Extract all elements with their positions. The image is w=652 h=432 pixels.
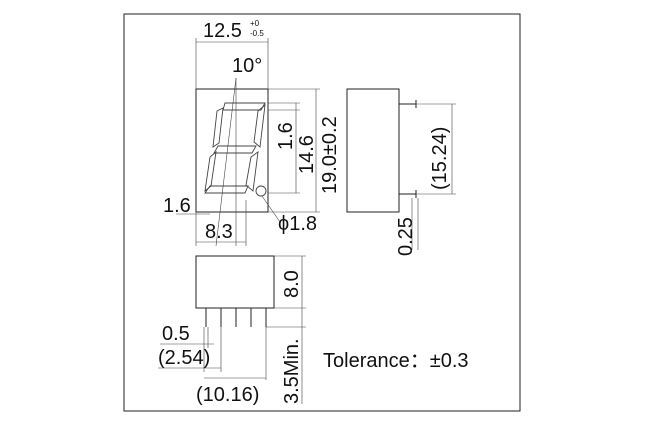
drawing-frame (123, 13, 521, 412)
segment-d (204, 185, 249, 194)
front-view (176, 38, 320, 247)
segment-a (222, 102, 266, 111)
side-view (346, 88, 456, 250)
segment-g (213, 145, 257, 154)
width-label: 12.5 (203, 20, 242, 42)
dp-label: ϕ1.8 (278, 213, 317, 235)
side-offset-label: 1.6 (163, 195, 191, 217)
pin-row-label: (15.24) (429, 127, 451, 190)
tolerance-label: Tolerance：±0.3 (323, 350, 469, 372)
pin-length-label: 3.5Min. (281, 338, 303, 404)
pin-pitch-label: (2.54) (158, 347, 210, 369)
slant-ref-1 (215, 77, 237, 247)
bottom-view (158, 255, 306, 404)
segment-f (212, 107, 224, 148)
depth-label: 8.0 (281, 270, 303, 298)
decimal-point (255, 185, 267, 197)
pin-width-label: 0.5 (162, 323, 190, 345)
slant-label: 10° (232, 55, 262, 77)
seg-thickness-label: 1.6 (275, 122, 297, 150)
segment-b (253, 103, 266, 148)
segment-c (245, 151, 259, 192)
pin-thickness-label: 0.25 (395, 217, 417, 256)
digit-width-label: 8.3 (205, 221, 233, 243)
display-body-front (195, 88, 269, 213)
width-tol-plus: +0 (250, 19, 260, 28)
pin-span-label: (10.16) (196, 384, 259, 406)
segment-e (204, 150, 217, 193)
display-body-side (346, 88, 400, 213)
digit-height-label: 14.6 (296, 135, 318, 174)
dp-leader (261, 195, 281, 223)
seven-segment-digit (204, 102, 267, 197)
body-height-label: 19.0±0.2 (319, 116, 341, 194)
width-tol-minus: -0.5 (250, 29, 264, 38)
display-body-bottom (195, 255, 275, 309)
